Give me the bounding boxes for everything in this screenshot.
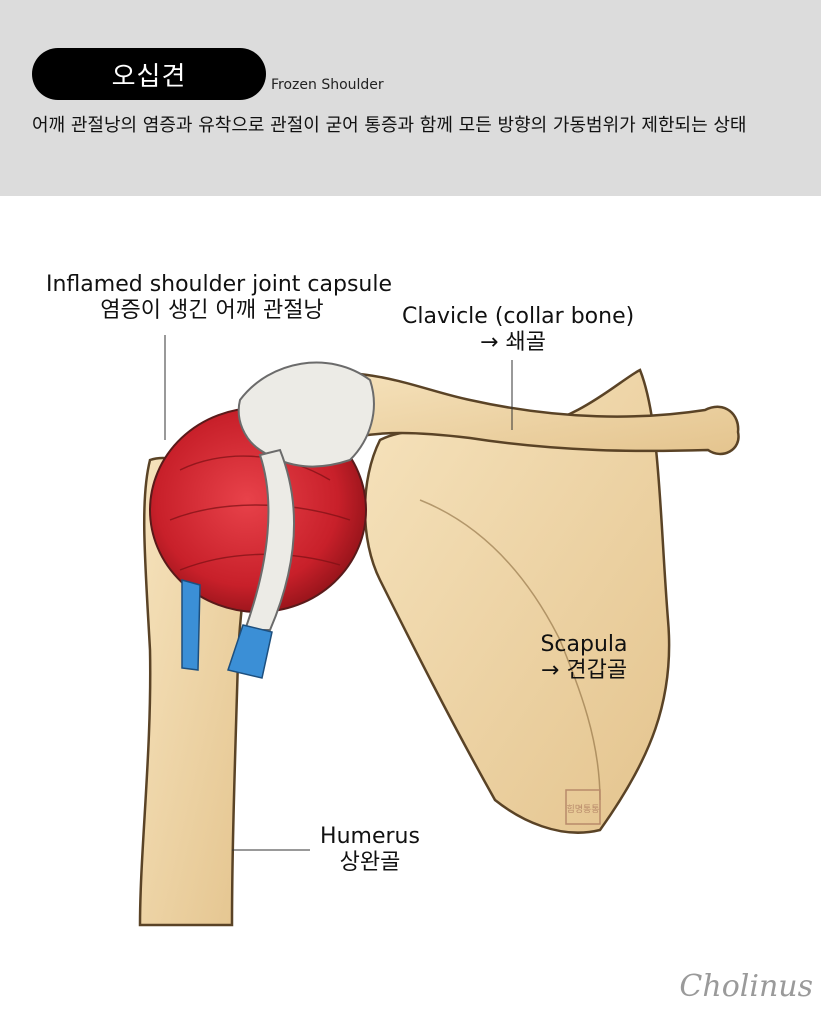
header-panel: 오십견 Frozen Shoulder 어깨 관절낭의 염증과 유착으로 관절이… <box>0 0 821 196</box>
anatomy-drawing: 힘명통통 <box>138 335 740 927</box>
capsule-label: Inflamed shoulder joint capsule 염증이 생긴 어… <box>46 272 392 323</box>
stamp-text: 힘명통통 <box>566 804 599 815</box>
humerus-label: Humerus 상완골 <box>320 824 420 875</box>
english-title: Frozen Shoulder <box>271 77 384 93</box>
clavicle-bone <box>298 372 740 456</box>
title-pill: 오십견 <box>32 48 266 100</box>
clavicle-label: Clavicle (collar bone) → 쇄골 <box>402 304 635 355</box>
page-title: 오십견 <box>111 61 187 92</box>
artist-stamp <box>565 789 601 825</box>
shoulder-illustration: 힘명통통 Inflamed shoulder joint capsule 염증이… <box>0 196 821 1024</box>
signature-logo: Cholinus <box>679 969 813 1004</box>
blue-tendon-left <box>181 579 201 671</box>
scapula-label: Scapula → 견갑골 <box>540 632 628 683</box>
ligament-fibers <box>237 361 375 468</box>
blue-tendon-right <box>227 624 273 679</box>
description: 어깨 관절낭의 염증과 유착으로 관절이 굳어 통증과 함께 모든 방향의 가동… <box>32 115 747 136</box>
